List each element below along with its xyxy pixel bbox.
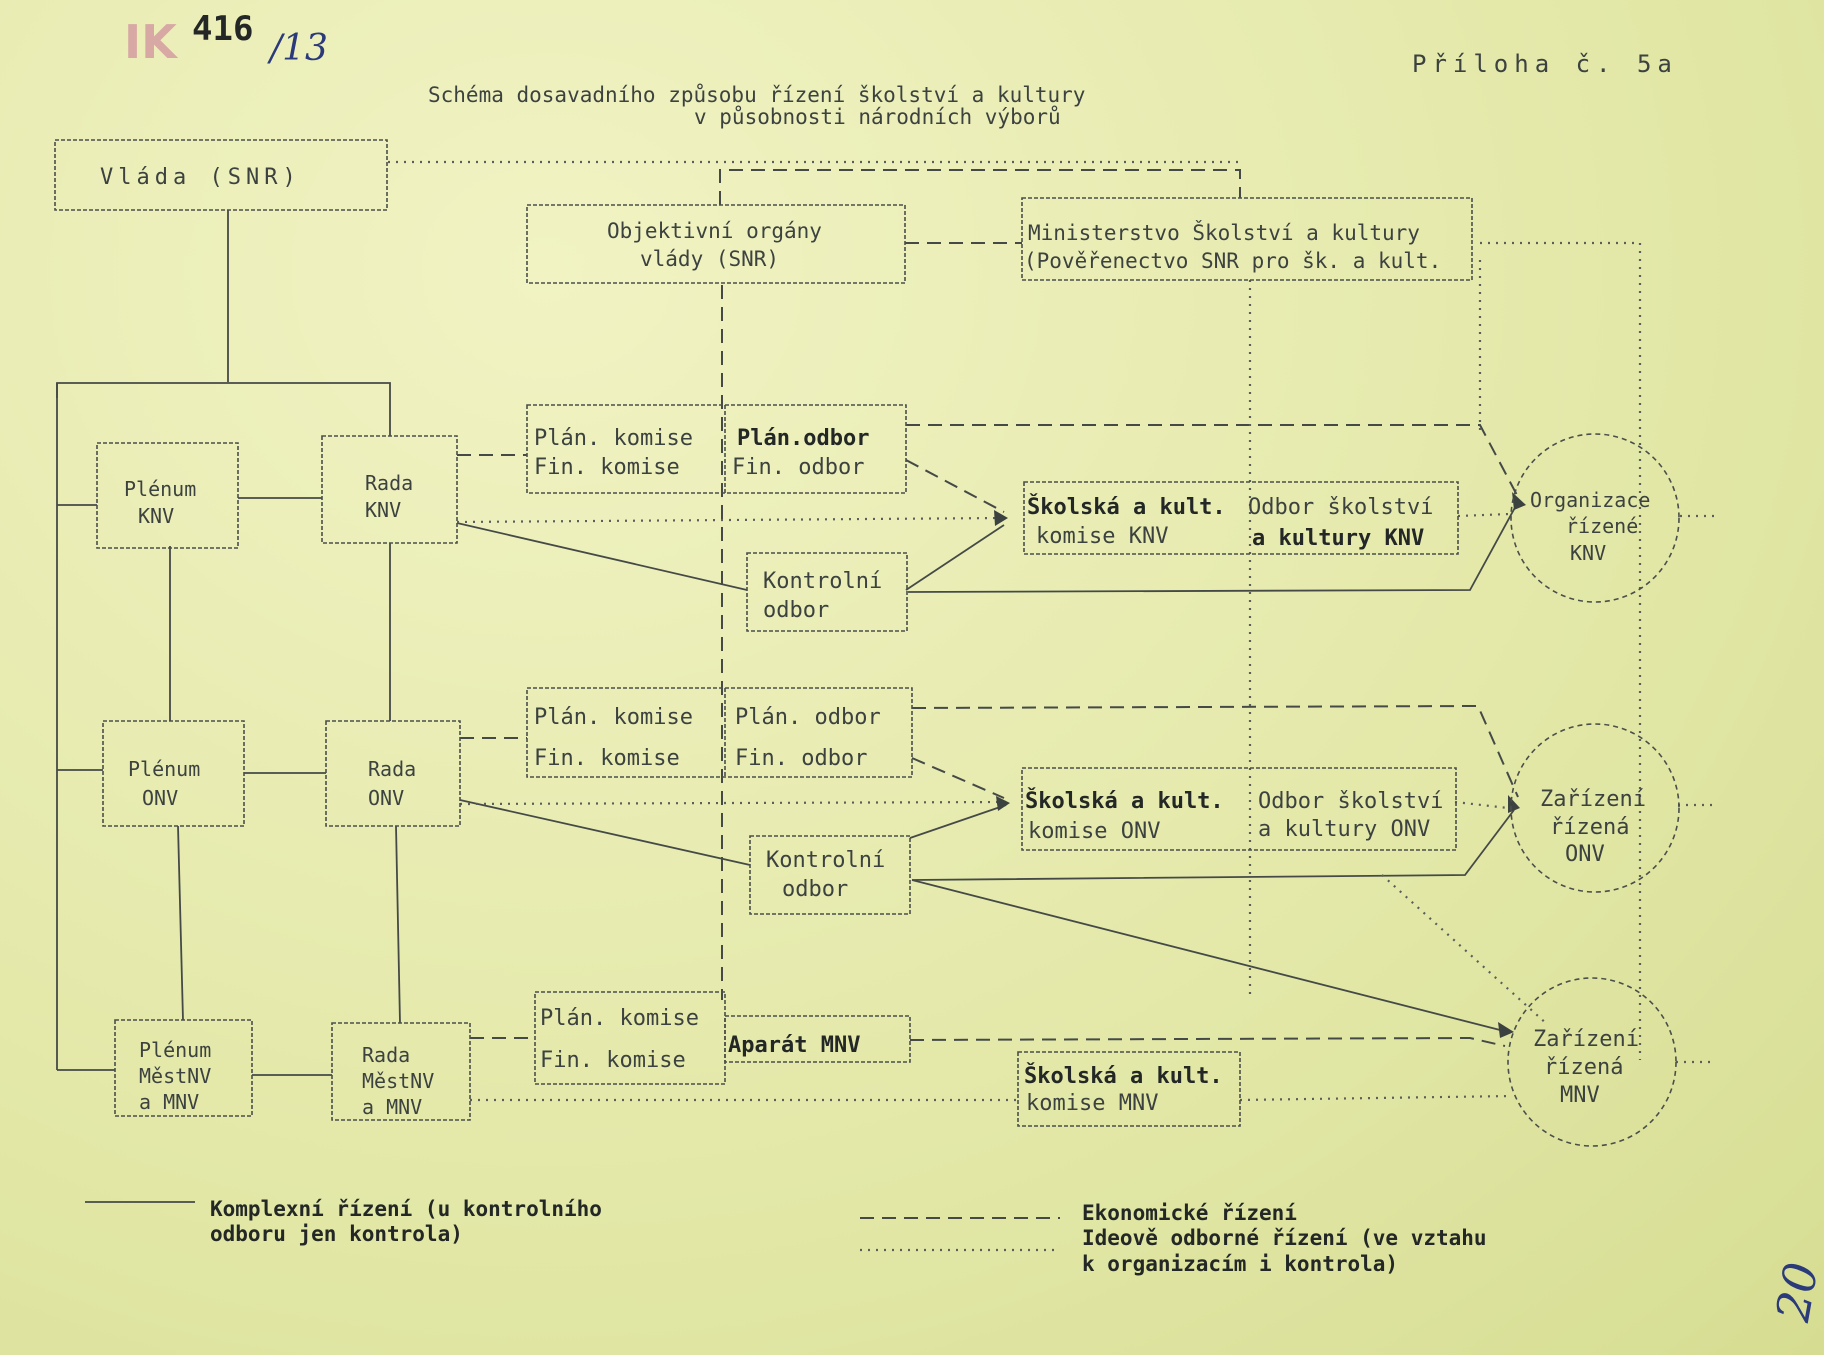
svg-text:odbor: odbor [782, 877, 848, 902]
svg-text:odbor: odbor [763, 598, 829, 623]
legend-dotted-label-line1: Ideově odborné řízení (ve vztahu [1082, 1226, 1487, 1250]
page-mark: 20 [1765, 1258, 1824, 1326]
svg-text:Odbor školství: Odbor školství [1248, 495, 1433, 520]
svg-text:Plénum: Plénum [124, 477, 196, 501]
legend-solid-label-line2: odboru jen kontrola) [210, 1222, 463, 1246]
svg-text:Kontrolní: Kontrolní [763, 569, 882, 594]
legend-dotted-label-line2: k organizacím i kontrola) [1082, 1252, 1398, 1276]
svg-text:komise ONV: komise ONV [1028, 819, 1160, 844]
legend-solid-label-line1: Komplexní řízení (u kontrolního [210, 1197, 602, 1221]
archive-number: 416 [192, 9, 253, 49]
box-vlada: Vláda (SNR) [54, 139, 388, 211]
box-ministerstvo-line1: Ministerstvo Školství a kultury [1028, 220, 1420, 245]
svg-text:KNV: KNV [1570, 541, 1606, 565]
svg-text:řízená: řízená [1550, 815, 1629, 840]
box-rada-knv: Rada KNV [321, 435, 458, 544]
svg-text:řízené: řízené [1566, 514, 1638, 538]
svg-text:Fin. komise: Fin. komise [540, 1048, 686, 1073]
svg-text:Aparát MNV: Aparát MNV [728, 1033, 860, 1058]
box-aparat-mnv: Aparát MNV [724, 1015, 911, 1063]
svg-text:ONV: ONV [1565, 842, 1605, 867]
circle-zarizeni-mnv: Zařízení řízená MNV [1507, 977, 1677, 1147]
box-plan-fin-onv: Plán. komise Fin. komise Plán. odbor Fin… [526, 687, 913, 778]
svg-text:Plán. komise: Plán. komise [534, 705, 693, 730]
svg-text:ONV: ONV [368, 786, 404, 810]
svg-text:MěstNV: MěstNV [362, 1069, 434, 1093]
svg-text:Fin. komise: Fin. komise [534, 746, 680, 771]
handwritten-number: /13 [267, 28, 328, 69]
box-objektivni-organy: Objektivní orgány vlády (SNR) [526, 204, 906, 284]
box-plan-fin-mnv: Plán. komise Fin. komise [534, 991, 726, 1085]
attachment-label: Příloha č. 5a [1412, 50, 1678, 78]
svg-text:a MNV: a MNV [139, 1090, 199, 1114]
svg-text:komise KNV: komise KNV [1036, 524, 1168, 549]
svg-text:Školská a kult.: Školská a kult. [1024, 1063, 1223, 1089]
svg-text:Fin. komise: Fin. komise [534, 455, 680, 480]
box-ministerstvo: Ministerstvo Školství a kultury (Pověřen… [1021, 197, 1473, 281]
svg-text:řízená: řízená [1544, 1055, 1623, 1080]
svg-text:Plénum: Plénum [139, 1038, 211, 1062]
legend: Komplexní řízení (u kontrolního odboru j… [85, 1197, 1487, 1276]
arrow-heads [994, 492, 1526, 1038]
svg-text:MNV: MNV [1560, 1083, 1600, 1108]
box-rada-mnv: Rada MěstNV a MNV [331, 1022, 471, 1121]
svg-text:Kontrolní: Kontrolní [766, 848, 885, 873]
svg-text:Plán. odbor: Plán. odbor [735, 705, 881, 730]
svg-text:a MNV: a MNV [362, 1095, 422, 1119]
legend-dashed-label: Ekonomické řízení [1082, 1201, 1297, 1225]
box-plenum-onv: Plénum ONV [102, 720, 245, 827]
svg-text:Zařízení: Zařízení [1540, 787, 1646, 812]
svg-text:ONV: ONV [142, 786, 178, 810]
box-kontrolni-knv: Kontrolní odbor [746, 552, 908, 632]
svg-text:Fin. odbor: Fin. odbor [735, 746, 867, 771]
box-skolska-onv: Školská a kult. komise ONV Odbor školstv… [1021, 767, 1457, 851]
svg-text:Rada: Rada [362, 1043, 410, 1067]
svg-text:Odbor školství: Odbor školství [1258, 789, 1443, 814]
svg-text:Školská a kult.: Školská a kult. [1025, 788, 1224, 814]
svg-text:Plán. komise: Plán. komise [534, 426, 693, 451]
svg-text:Plénum: Plénum [128, 757, 200, 781]
svg-text:Organizace: Organizace [1530, 488, 1650, 512]
circle-zarizeni-onv: Zařízení řízená ONV [1510, 723, 1680, 893]
svg-text:Rada: Rada [368, 757, 416, 781]
archive-stamp: IK [124, 15, 179, 69]
svg-text:Rada: Rada [365, 471, 413, 495]
box-rada-onv: Rada ONV [325, 720, 461, 827]
svg-text:a kultury KNV: a kultury KNV [1252, 526, 1424, 551]
box-plenum-mnv: Plénum MěstNV a MNV [114, 1019, 253, 1117]
svg-text:a kultury ONV: a kultury ONV [1258, 817, 1430, 842]
circle-organizace-knv: Organizace řízené KNV [1510, 433, 1680, 603]
box-kontrolni-onv: Kontrolní odbor [749, 835, 911, 915]
box-vlada-label: Vláda (SNR) [100, 165, 301, 190]
box-skolska-knv: Školská a kult. komise KNV Odbor školstv… [1023, 481, 1459, 555]
box-skolska-mnv: Školská a kult. komise MNV [1017, 1051, 1241, 1127]
box-ministerstvo-line2: (Pověřenectvo SNR pro šk. a kult. [1024, 249, 1441, 273]
svg-text:KNV: KNV [138, 504, 174, 528]
diagram-title-line1: Schéma dosavadního způsobu řízení školst… [428, 82, 1085, 107]
svg-text:KNV: KNV [365, 498, 401, 522]
diagram-title-line2: v působnosti národních výborů [694, 104, 1061, 129]
solid-connectors [56, 210, 1519, 1076]
svg-text:Fin. odbor: Fin. odbor [732, 455, 864, 480]
svg-text:Zařízení: Zařízení [1533, 1027, 1639, 1052]
dashed-connectors [457, 169, 1519, 1047]
svg-text:Plán.odbor: Plán.odbor [737, 426, 869, 451]
box-plenum-knv: Plénum KNV [96, 442, 239, 549]
svg-text:Školská a kult.: Školská a kult. [1027, 494, 1226, 520]
svg-text:Plán. komise: Plán. komise [540, 1006, 699, 1031]
box-objektivni-line2: vlády (SNR) [640, 247, 779, 271]
svg-text:MěstNV: MěstNV [139, 1064, 211, 1088]
box-objektivni-line1: Objektivní orgány [607, 219, 822, 243]
dotted-connectors [388, 160, 1714, 1102]
svg-text:komise MNV: komise MNV [1026, 1091, 1158, 1116]
box-plan-fin-knv: Plán. komise Fin. komise Plán.odbor Fin.… [526, 404, 907, 494]
